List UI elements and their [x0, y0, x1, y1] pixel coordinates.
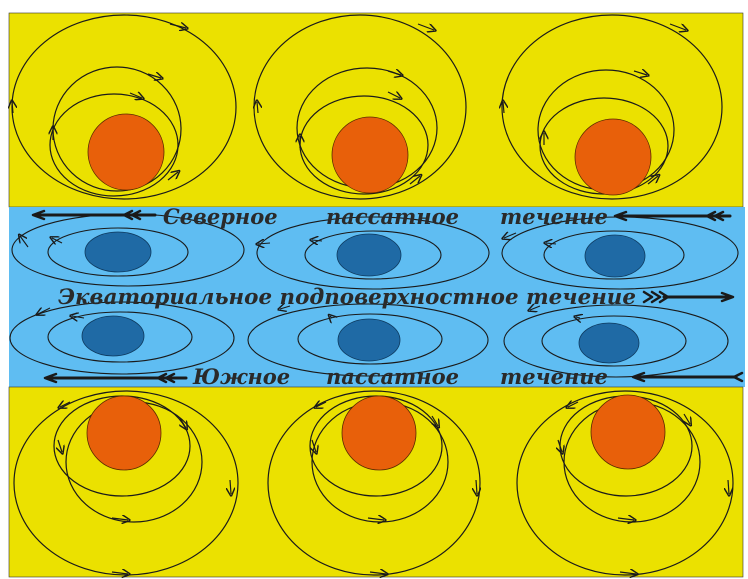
current-chevron [705, 210, 717, 222]
gyre-outer-loop [9, 301, 235, 375]
flow-arrowhead [369, 572, 386, 574]
north-current-label-word3: течение [500, 204, 608, 229]
flow-arrowhead [58, 439, 62, 452]
north-current-label-word1: Северное [163, 204, 278, 229]
flow-arrowhead [60, 402, 71, 407]
current-arrowhead [43, 372, 58, 384]
flow-arrowhead [111, 518, 128, 520]
south-current-label-word3: течение [500, 364, 608, 389]
flow-arrowhead [387, 71, 401, 75]
equatorial-current-label: Экваториальное подповерхностное течение [58, 284, 636, 309]
gyre-outer-loop [516, 390, 734, 576]
gyre-outer-loop [247, 303, 489, 377]
north-current-arrows [31, 209, 732, 222]
flow-arrowhead [258, 243, 271, 244]
flow-arrowhead [38, 308, 51, 314]
flow-arrowhead [633, 71, 647, 75]
gyre-inner-loop [49, 93, 179, 197]
flow-arrowhead [530, 306, 541, 310]
flow-arrowhead [504, 233, 517, 238]
flow-arrowhead [476, 479, 477, 494]
flow-arrowhead [417, 23, 434, 30]
warm-core [87, 113, 165, 191]
current-arrowhead [720, 291, 735, 303]
equatorial-lower-gyres [9, 301, 729, 378]
gyre-inner-loop [543, 230, 685, 280]
flow-arrowhead [167, 172, 178, 181]
cold-core [584, 234, 646, 278]
flow-arrowhead [280, 306, 291, 309]
current-chevron [130, 209, 142, 221]
gyre-inner-loop [47, 311, 193, 363]
flow-arrowhead [20, 236, 29, 248]
flow-arrowhead [312, 439, 316, 452]
flow-arrowhead [147, 74, 161, 78]
current-chevron [732, 371, 744, 383]
warm-core [86, 395, 162, 471]
flow-arrowhead [111, 572, 128, 574]
flow-arrowhead [617, 518, 634, 520]
flow-arrowhead [230, 479, 231, 494]
current-chevron [650, 290, 662, 304]
flow-arrowhead [52, 238, 63, 243]
current-arrowhead [613, 210, 628, 222]
flow-arrowhead [684, 413, 690, 424]
warm-core [341, 395, 417, 471]
flow-arrowhead [728, 479, 729, 494]
flow-arrowhead [647, 176, 658, 185]
south-current-label-word1: Южное [192, 364, 290, 389]
cold-core [336, 233, 402, 277]
current-chevron [642, 290, 654, 304]
gyre-inner-loop [47, 227, 189, 277]
warm-core [574, 118, 652, 196]
gyre-inner-loop [304, 230, 442, 280]
flow-arrowhead [409, 176, 420, 185]
north-current-label-word2: пассатное [326, 204, 459, 229]
equatorial-upper-gyres [11, 213, 739, 290]
flow-arrowhead [568, 402, 579, 407]
current-chevron [164, 372, 176, 384]
flow-arrowhead [12, 102, 13, 114]
gyre-outer-loop [503, 304, 729, 378]
flow-arrowhead [669, 23, 686, 30]
cold-core [84, 231, 152, 273]
flow-arrowhead [330, 316, 332, 318]
flow-arrowhead [432, 415, 438, 426]
flow-arrowhead [387, 92, 400, 98]
north-gyre-1 [12, 14, 237, 200]
current-chevron [713, 210, 725, 222]
flow-arrowhead [558, 439, 562, 452]
current-chevron [122, 209, 134, 221]
south-current-label-word2: пассатное [326, 364, 459, 389]
flow-arrowhead [316, 402, 327, 407]
north-gyre-3 [502, 14, 723, 200]
gyre-inner-loop [541, 315, 687, 367]
equatorial-current-arrow [642, 290, 735, 304]
cold-core [578, 322, 640, 364]
current-arrowhead [631, 371, 646, 383]
current-arrowhead [31, 209, 46, 221]
flow-arrowhead [619, 572, 636, 574]
gyre-outer-loop [256, 216, 490, 290]
gyre-inner-loop [297, 313, 443, 365]
flow-arrowhead [503, 102, 504, 114]
warm-core [590, 394, 666, 470]
flow-arrowhead [180, 417, 186, 428]
flow-arrowhead [576, 317, 580, 318]
flow-arrowhead [257, 102, 258, 114]
flow-arrowhead [129, 93, 142, 98]
current-chevron [156, 372, 168, 384]
flow-arrowhead [367, 518, 384, 520]
gyre-outer-loop [267, 390, 481, 576]
flow-arrowhead [72, 316, 85, 318]
flow-arrowhead [546, 243, 557, 244]
south-current-arrows [43, 371, 744, 384]
cold-core [337, 318, 401, 362]
flow-arrowhead [169, 24, 186, 28]
warm-core [331, 116, 409, 194]
flow-arrowhead [312, 240, 323, 241]
cold-core [81, 315, 145, 357]
